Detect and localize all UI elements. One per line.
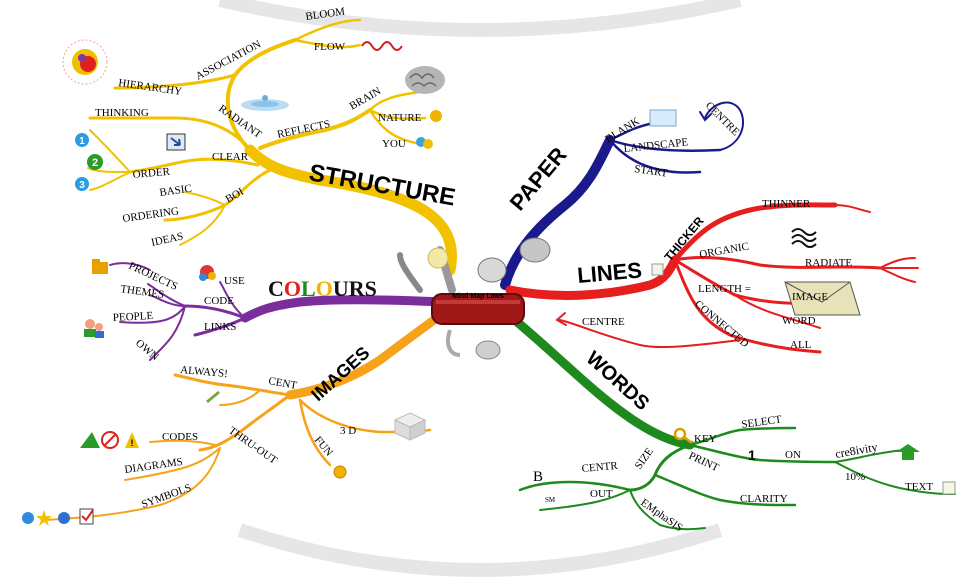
images-label-diagrams: DIAGRAMS [124, 456, 184, 476]
bloom-sun-icon [62, 39, 108, 85]
codes-symbols-icon: ! [80, 431, 139, 449]
structure-label-thinking: THINKING [95, 107, 149, 119]
colours-label-people: PEOPLE [113, 310, 154, 324]
words-label-one: 1 [748, 447, 756, 463]
words-label-b: B [533, 469, 543, 485]
badge-2 [87, 154, 103, 170]
paper-label-start: START [634, 163, 669, 180]
images-label-symbols: SYMBOLS [140, 482, 193, 511]
colours-label-code: CODE [204, 295, 234, 307]
words-branch [500, 307, 956, 531]
flow-wave-icon [361, 41, 403, 51]
lines-label-thinner: THINNER [762, 198, 811, 210]
words-label-select: SELECT [741, 413, 783, 431]
words-label-clarity: CLARITY [740, 493, 788, 505]
smiley-icon [333, 465, 347, 479]
images-label-always: ALWAYS! [180, 364, 229, 380]
images-label-thru-out: THRU-OUT [226, 425, 279, 467]
paper-branch [500, 101, 745, 290]
text-note-icon [942, 481, 956, 495]
structure-label-nature: NATURE [378, 112, 422, 124]
wavy-lines-icon [791, 228, 817, 248]
colours-label-use: USE [224, 275, 245, 287]
words-label-print: PRINT [687, 450, 721, 474]
water-drop-icon [241, 95, 289, 111]
structure-label-basic: BASIC [159, 183, 193, 199]
brain-icon [405, 66, 445, 94]
words-label-ten-percent: 10% [845, 471, 865, 483]
colours-label-links: LINKS [204, 321, 236, 333]
badge-1 [75, 133, 89, 147]
lines-label-word: WORD [782, 315, 816, 327]
watermark-arc-bottom [237, 523, 723, 577]
images-label-cent: CENT [267, 375, 298, 392]
images-label-three-d: 3 D [340, 425, 356, 437]
structure-label-reflects: REFLECTS [276, 118, 331, 141]
colours-title: COLOURS [268, 276, 377, 301]
structure-label-flow: FLOW [314, 41, 346, 53]
words-label-on: ON [785, 449, 801, 461]
watermark-arc-top [218, 0, 742, 37]
structure-label-order: ORDER [132, 166, 171, 181]
blank-paper-icon [649, 109, 677, 127]
svg-text:COLOURS: COLOURS [268, 276, 377, 301]
lines-label-image: IMAGE [792, 291, 828, 303]
center-label: Mind Map Laws [452, 293, 504, 300]
images-branch [44, 307, 450, 521]
lines-label-all: ALL [790, 339, 812, 351]
pencil-icon [206, 390, 220, 404]
colours-label-own: OWN [133, 337, 161, 363]
badge-3 [75, 177, 89, 191]
lines-title: LINES [576, 257, 643, 288]
lines-checkbox-icon [651, 263, 664, 276]
words-label-out: OUT [590, 488, 613, 500]
order-badges: 1 2 3 [75, 133, 103, 191]
colours-branch [109, 262, 450, 361]
symbols-icons [22, 508, 94, 526]
words-label-size: SIZE [633, 446, 656, 472]
projects-folder-icon [92, 259, 108, 274]
words-label-emphasis: EMphaSIS [638, 497, 684, 535]
lines-label-length: LENGTH = [698, 283, 751, 295]
svg-text:3: 3 [79, 180, 85, 191]
svg-text:2: 2 [92, 157, 98, 169]
lines-label-centre: CENTRE [582, 316, 625, 328]
people-icon [84, 319, 104, 338]
svg-text:1: 1 [79, 136, 85, 147]
use-palette-icon [199, 265, 216, 281]
structure-branch [87, 18, 457, 276]
words-label-text: TEXT [905, 481, 933, 493]
structure-label-clear: CLEAR [212, 151, 249, 163]
colours-label-themes: THEMES [120, 283, 165, 301]
structure-label-ideas: IDEAS [150, 230, 184, 248]
green-up-arrow-icon [896, 444, 920, 460]
svg-text:!: ! [131, 438, 134, 448]
structure-title: STRUCTURE [307, 159, 457, 211]
lines-branch [505, 202, 919, 354]
words-label-centr: CENTR [581, 460, 619, 475]
words-label-key: KEY [694, 433, 717, 445]
structure-label-bloom: BLOOM [305, 6, 346, 23]
images-label-codes: CODES [162, 431, 198, 443]
envelope-image-icon [784, 281, 861, 316]
you-icon [416, 137, 433, 149]
structure-label-brain: BRAIN [348, 85, 384, 113]
structure-label-ordering: ORDERING [122, 205, 180, 225]
paper-label-landscape: LANDSCAPE [623, 136, 689, 155]
central-image: Mind Map Laws [397, 237, 551, 360]
clear-arrow-icon [166, 133, 186, 151]
words-label-sm: SM [545, 496, 556, 504]
structure-label-you: YOU [382, 138, 406, 150]
lines-label-radiate: RADIATE [805, 257, 852, 269]
key-icon [673, 427, 693, 444]
structure-label-hierarchy: HIERARCHY [118, 77, 183, 98]
cube-3d-icon [393, 412, 427, 441]
nature-icon [430, 110, 442, 122]
